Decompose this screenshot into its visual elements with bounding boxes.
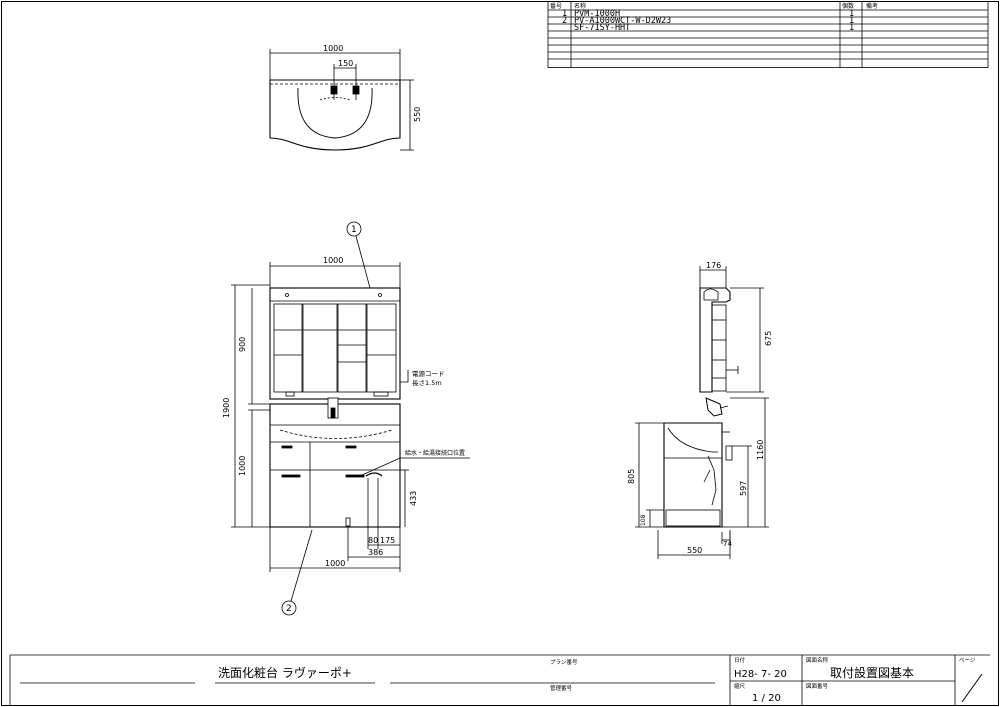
title-block [9, 654, 990, 705]
side-height-675-label: 675 [764, 331, 773, 346]
drawing-name: 取付設置図基本 [830, 665, 914, 680]
header-qty: 個数 [842, 2, 854, 10]
header-no: 番号 [550, 3, 562, 10]
header-remarks: 備考 [866, 2, 878, 10]
front-dim-80-label: 80 [368, 536, 378, 545]
drawing-title: 洗面化粧台 ラヴァーポ+ [218, 665, 352, 680]
row-1-no: 1 [562, 9, 567, 19]
row-1-qty: 1 [849, 9, 854, 19]
top-width-label: 1000 [323, 44, 343, 53]
front-width-top-label: 1000 [323, 256, 343, 265]
side-view [635, 266, 769, 559]
drawing-number-label: 図面番号 [806, 683, 829, 690]
note-cord: 電源コード [412, 369, 445, 378]
plan-number-label: プラン番号 [550, 659, 578, 666]
top-depth-label: 550 [413, 107, 422, 122]
row-3-name: SF-71SY-HHT [574, 23, 630, 33]
front-height-lower-label: 1000 [238, 456, 247, 476]
row-1-name: PVM-1000H [574, 9, 620, 19]
callout-2-label: 2 [286, 604, 292, 614]
row-2-name: PV-A1000WCT-W-D2W23 [574, 16, 671, 26]
side-height-805-label: 805 [627, 469, 636, 484]
date-value: H28- 7- 20 [734, 669, 787, 680]
manage-number-label: 管理番号 [550, 684, 573, 692]
side-dim-74-label: 74 [723, 540, 732, 548]
row-2-no: 2 [562, 16, 567, 26]
front-view [231, 221, 470, 616]
parts-table [547, 1, 989, 68]
date-label: 日付 [734, 656, 746, 664]
side-view-labels: 176 675 805 108 1160 597 74 550 [627, 261, 773, 555]
note-cord-length: 長さ1.5m [412, 379, 442, 387]
row-3-qty: 1 [849, 23, 854, 33]
callout-1-label: 1 [351, 225, 357, 235]
top-view [269, 49, 414, 151]
header-name: 名称 [574, 2, 586, 10]
front-height-upper-label: 900 [238, 337, 247, 352]
front-dim-386-label: 386 [368, 548, 383, 557]
top-faucet-spacing-label: 150 [338, 59, 353, 68]
side-depth-top-label: 176 [706, 261, 721, 270]
side-depth-bottom-label: 550 [687, 546, 702, 555]
front-view-labels: 1000 1000 900 1900 1000 433 80 175 386 1… [222, 225, 465, 614]
side-height-108-label: 108 [640, 514, 647, 526]
side-height-597-label: 597 [739, 481, 748, 496]
front-dim-175-label: 175 [380, 536, 395, 545]
front-width-bottom-label: 1000 [325, 559, 345, 568]
page-label: ページ [959, 657, 976, 664]
front-height-total-label: 1900 [222, 398, 231, 418]
scale-value: 1 / 20 [752, 693, 781, 704]
note-pipe: 給水・給湯接続口位置 [405, 449, 465, 457]
front-height-433-label: 433 [409, 491, 418, 506]
parts-table-header: 番号 名称 個数 備考 [550, 2, 878, 10]
parts-table-rows: 1 PVM-1000H 1 2 PV-A1000WCT-W-D2W23 1 SF… [562, 9, 854, 33]
scale-label: 縮尺 [734, 682, 746, 690]
title-block-text: 洗面化粧台 ラヴァーポ+ プラン番号 管理番号 日付 H28- 7- 20 縮尺… [218, 656, 976, 704]
side-height-1160-label: 1160 [756, 440, 765, 460]
row-2-qty: 1 [849, 16, 854, 26]
drawing-name-label: 図面名称 [806, 656, 829, 664]
